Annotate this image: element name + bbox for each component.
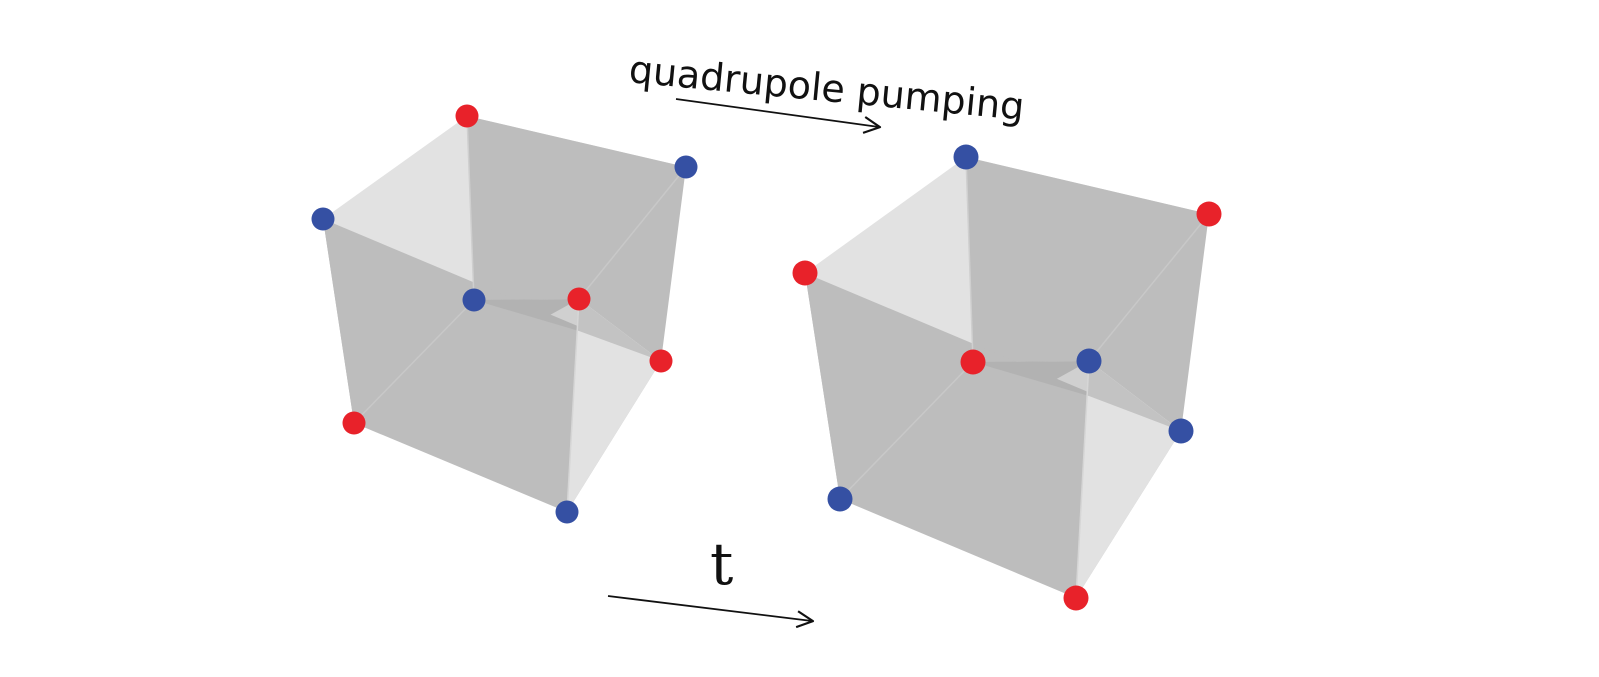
corner-dot-red	[792, 260, 818, 286]
corner-dot-blue	[1168, 418, 1194, 444]
cube-edge	[1088, 213, 1210, 362]
corner-dot-blue	[827, 486, 853, 512]
cube-edge	[578, 166, 687, 300]
corner-dot-red	[455, 104, 479, 128]
corner-dot-blue	[1076, 348, 1102, 374]
cube-edge	[965, 156, 974, 363]
cube-face-back	[467, 116, 686, 361]
corner-dot-red	[567, 287, 591, 311]
cube-pumped	[792, 144, 1222, 611]
corner-dot-red	[649, 349, 673, 373]
cube-initial	[311, 104, 698, 524]
cube-inner-shade	[973, 361, 1181, 431]
corner-dot-red	[1196, 201, 1222, 227]
corner-dot-blue	[953, 144, 979, 170]
corner-dot-red	[342, 411, 366, 435]
corner-dot-blue	[555, 500, 579, 524]
time-arrow	[607, 595, 815, 629]
cube-edge	[566, 298, 580, 513]
corner-dot-blue	[674, 155, 698, 179]
cube-edge	[353, 299, 475, 424]
cube-edge	[1075, 360, 1090, 599]
cube-inner-shade	[474, 299, 661, 361]
cube-edge	[466, 115, 475, 301]
cube-edge	[839, 361, 974, 500]
process-arrow	[675, 98, 882, 134]
time-label: t	[710, 530, 733, 598]
cube-face-back	[966, 157, 1209, 431]
corner-dot-red	[1063, 585, 1089, 611]
process-label: quadrupole pumping	[627, 47, 1026, 129]
corner-dot-red	[960, 349, 986, 375]
corner-dot-blue	[311, 207, 335, 231]
corner-dot-blue	[462, 288, 486, 312]
